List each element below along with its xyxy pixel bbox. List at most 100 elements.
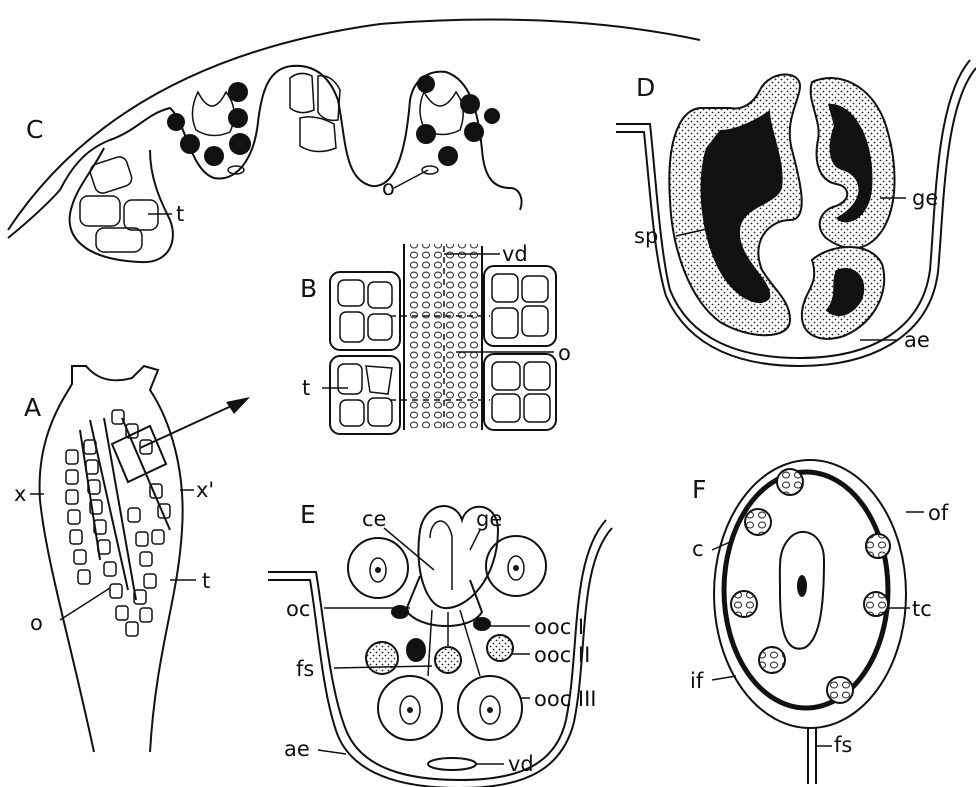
- panel-d: D sp ge ae: [616, 60, 976, 366]
- body-outline: [40, 366, 183, 752]
- leader-line: [60, 588, 110, 620]
- test-cell: [745, 509, 771, 535]
- cell: [524, 362, 550, 390]
- oocyte-I: [391, 605, 409, 619]
- cell: [492, 394, 520, 422]
- ovary-dot: [438, 146, 458, 166]
- testis: [66, 470, 78, 484]
- panel-b-letter: B: [300, 274, 317, 303]
- arrow-line: [140, 402, 240, 448]
- testis: [66, 450, 78, 464]
- label-a-t: t: [202, 569, 210, 593]
- testis: [98, 540, 110, 554]
- boxed-region: [112, 426, 166, 482]
- panel-f-letter: F: [692, 475, 706, 504]
- testis: [66, 490, 78, 504]
- ovary-dot: [228, 82, 248, 102]
- test-cell: [731, 591, 757, 617]
- label-b-t: t: [302, 376, 310, 400]
- leader-line: [712, 676, 736, 680]
- ovary-dot: [229, 133, 251, 155]
- panel-e: E ce ge: [268, 500, 612, 787]
- panel-c: C o: [8, 20, 700, 263]
- testis-cell: [88, 155, 133, 195]
- arrow-head: [226, 397, 250, 414]
- ovary-dot: [460, 94, 480, 114]
- testis-cell: [290, 73, 314, 112]
- cell: [524, 394, 550, 422]
- cell: [340, 400, 364, 426]
- test-cell: [827, 677, 853, 703]
- testis: [126, 622, 138, 636]
- cell: [522, 276, 548, 302]
- testis: [110, 584, 122, 598]
- label-c-o: o: [382, 176, 395, 200]
- ovary-dot: [484, 108, 500, 124]
- central-cell-inner: [430, 521, 452, 590]
- label-e-ce: ce: [362, 507, 386, 531]
- label-e-ae: ae: [284, 737, 310, 761]
- testis: [70, 530, 82, 544]
- leader-line: [470, 530, 480, 550]
- label-e-ooc3: ooc III: [534, 687, 597, 711]
- oocyte-II: [435, 647, 461, 673]
- testis: [140, 552, 152, 566]
- test-cell: [777, 469, 803, 495]
- testis-cell: [124, 200, 158, 230]
- testis-follicle: [484, 266, 556, 346]
- testis-cell: [96, 228, 142, 252]
- ovary-dot: [204, 146, 224, 166]
- cell: [340, 312, 364, 342]
- label-f-fs: fs: [834, 733, 852, 757]
- leader-line: [394, 170, 428, 188]
- testis: [74, 550, 86, 564]
- cell: [522, 306, 548, 336]
- cell: [366, 366, 392, 394]
- cell: [338, 280, 364, 306]
- cell: [492, 274, 518, 302]
- ovary-dot: [180, 134, 200, 154]
- testis: [78, 570, 90, 584]
- ovary-dot: [417, 75, 435, 93]
- nucleolus: [513, 565, 519, 571]
- label-f-c: c: [692, 537, 704, 561]
- testis: [112, 410, 124, 424]
- label-a-x: x: [14, 482, 26, 506]
- label-e-oc: oc: [286, 597, 310, 621]
- label-d-ge: ge: [912, 186, 938, 210]
- test-cell: [864, 592, 888, 616]
- label-e-fs: fs: [296, 657, 314, 681]
- nucleolus: [487, 707, 493, 713]
- testis: [152, 530, 164, 544]
- label-e-ooc2: ooc II: [534, 643, 590, 667]
- oocyte-I: [406, 638, 426, 662]
- leader-line: [318, 750, 346, 754]
- label-c-t: t: [176, 202, 184, 226]
- label-f-of: of: [928, 501, 949, 525]
- panel-d-letter: D: [636, 73, 655, 102]
- panel-f: F c of tc if fs: [690, 460, 949, 784]
- label-e-ge: ge: [476, 507, 502, 531]
- label-b-vd: vd: [502, 242, 528, 266]
- label-f-tc: tc: [912, 597, 932, 621]
- testis: [104, 562, 116, 576]
- oviduct: [104, 418, 136, 600]
- nucleolus: [407, 707, 413, 713]
- testis: [144, 574, 156, 588]
- testis: [136, 532, 148, 546]
- oocyte-I: [473, 617, 491, 631]
- testis-cell: [80, 196, 120, 226]
- panel-a: A: [14, 366, 250, 752]
- oocyte-chamber: [406, 576, 482, 626]
- label-b-o: o: [558, 341, 571, 365]
- label-d-ae: ae: [904, 328, 930, 352]
- testis: [116, 606, 128, 620]
- testis: [68, 510, 80, 524]
- label-a-xprime: x': [196, 478, 214, 502]
- body-wall-arc: [8, 20, 700, 230]
- ovary-dot: [416, 124, 436, 144]
- label-d-sp: sp: [634, 224, 658, 248]
- panel-e-letter: E: [300, 500, 316, 529]
- label-f-if: if: [690, 669, 704, 693]
